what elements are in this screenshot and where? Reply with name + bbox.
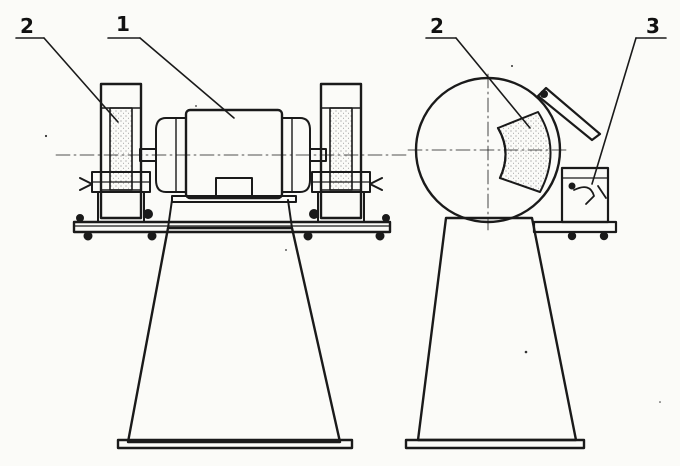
side-pedestal [404,216,586,450]
grinding-wheel-segment [496,111,552,193]
shaft-right [309,148,327,162]
spark-shield [536,86,602,142]
side-view [404,37,667,450]
motor-housing [155,108,311,203]
tool-rest [560,166,610,224]
label-wheel-front: 2 [20,14,34,38]
label-wheel-side: 2 [430,14,444,38]
scan-specks [44,65,661,403]
front-view [15,37,411,450]
label-tool-rest: 3 [646,14,660,38]
front-base-plate [72,214,392,241]
left-wheel-assembly [79,82,153,223]
side-base-plate [532,220,618,241]
label-motor: 1 [116,12,130,36]
right-wheel-assembly [309,82,383,223]
front-pedestal [116,199,354,450]
